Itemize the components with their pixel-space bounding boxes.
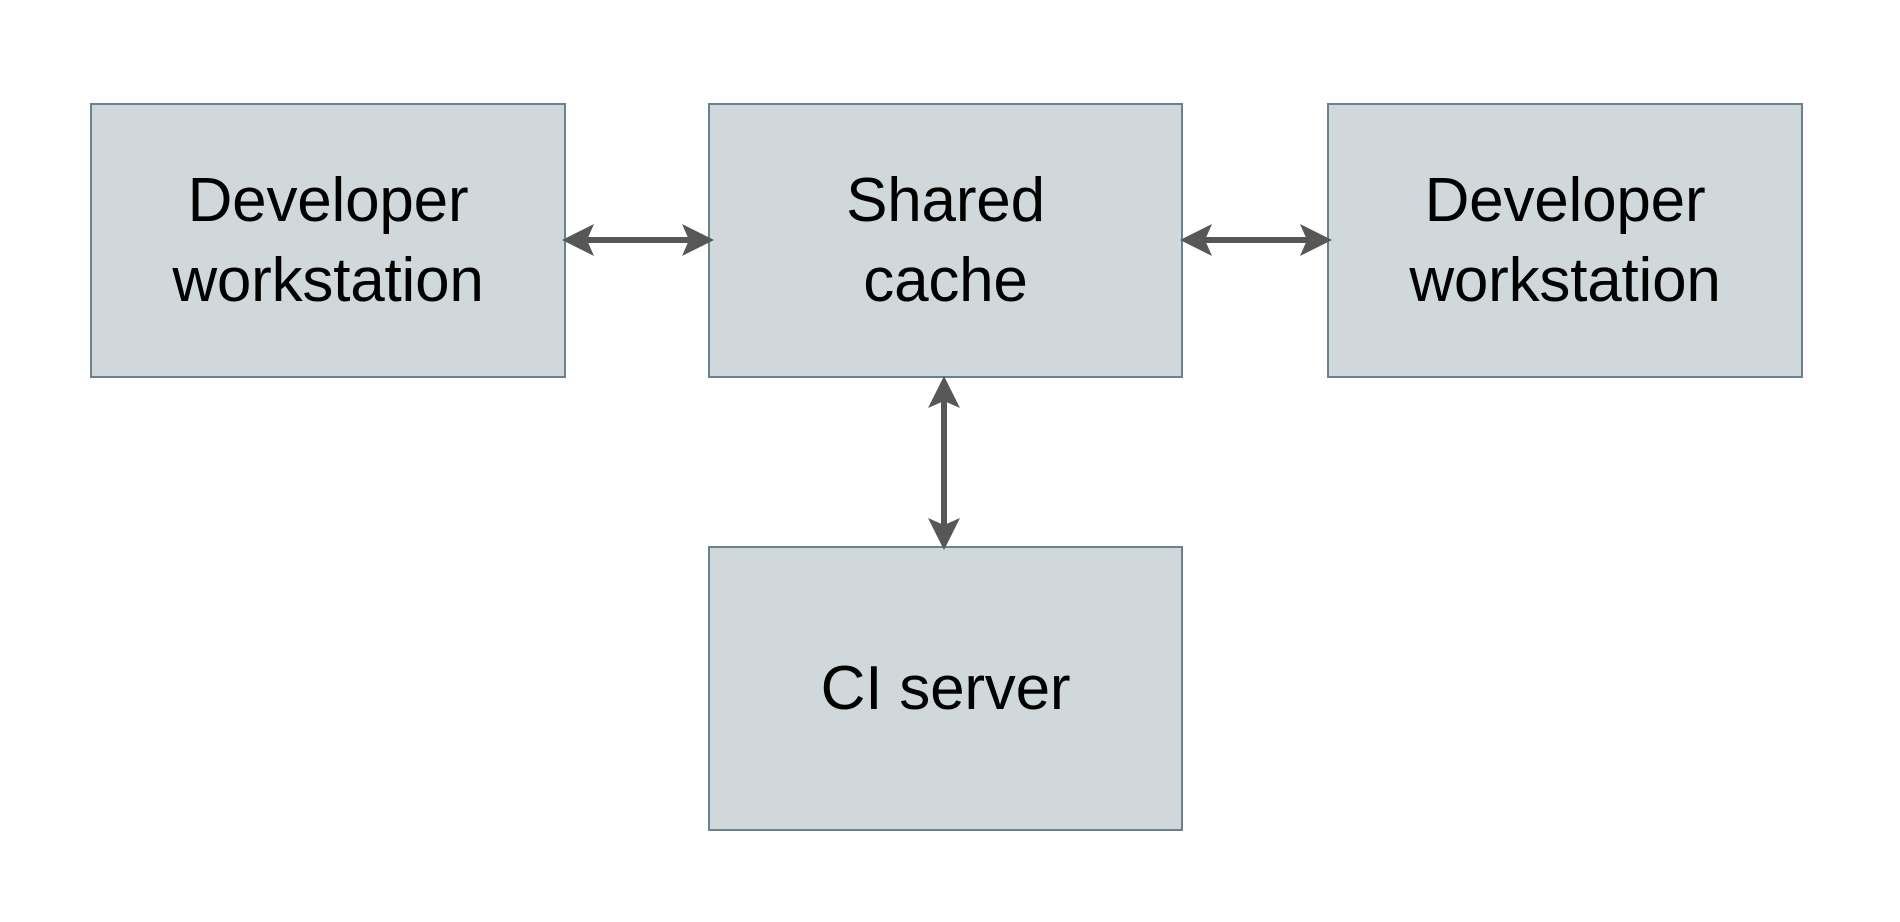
connector-developer-workstation-left-to-shared-cache: [562, 224, 714, 256]
node-ci-server[interactable]: CI server: [708, 546, 1183, 831]
connector-shared-cache-to-ci-server: [928, 376, 960, 550]
node-label-ci-server: CI server: [820, 653, 1071, 723]
node-label-developer-workstation-right: Developer workstation: [1409, 166, 1721, 315]
arrowhead-down-icon: [928, 518, 960, 550]
node-label-developer-workstation-left: Developer workstation: [172, 166, 484, 315]
node-developer-workstation-left[interactable]: Developer workstation: [90, 103, 566, 378]
node-label-shared-cache: Shared cache: [846, 166, 1045, 315]
node-developer-workstation-right[interactable]: Developer workstation: [1327, 103, 1803, 378]
arrowhead-right-icon: [682, 224, 714, 256]
arrowhead-right-icon: [1300, 224, 1332, 256]
node-shared-cache[interactable]: Shared cache: [708, 103, 1183, 378]
arrowhead-left-icon: [562, 224, 594, 256]
arrowhead-left-icon: [1180, 224, 1212, 256]
arrowhead-up-icon: [928, 376, 960, 408]
connector-shared-cache-to-developer-workstation-right: [1180, 224, 1332, 256]
